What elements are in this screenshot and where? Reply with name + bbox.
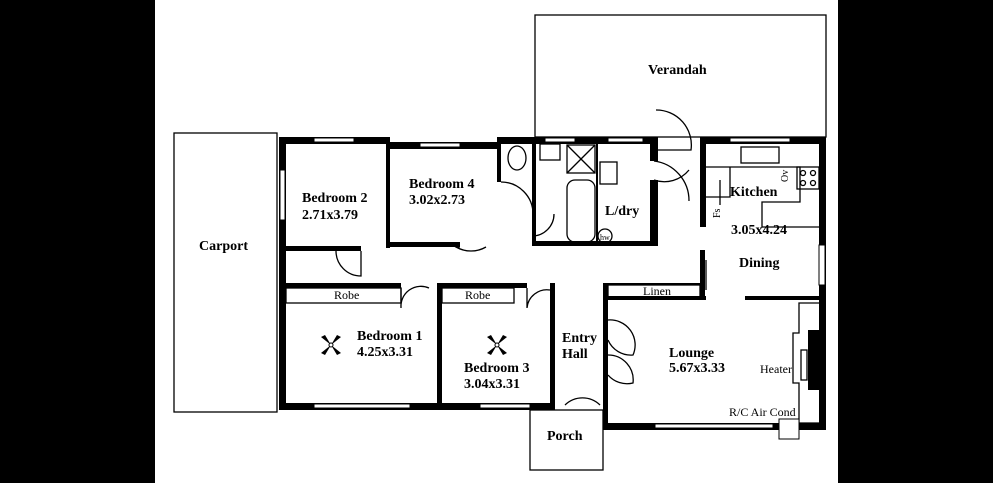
- kitchen-bench: [706, 166, 819, 228]
- oven-label: Ov: [780, 170, 791, 182]
- fixtures: [285, 143, 820, 440]
- fireplace: [792, 302, 819, 424]
- lounge-label: Lounge: [669, 346, 714, 361]
- hot-water-label: hw: [600, 233, 610, 242]
- toilet-icon: [507, 145, 527, 171]
- air-conditioner-icon: [778, 418, 800, 440]
- shower-icon: [566, 144, 596, 174]
- robe-1: [285, 287, 402, 304]
- linen-label: Linen: [643, 284, 671, 298]
- bedroom4-size: 3.02x2.73: [409, 193, 465, 208]
- carport-label: Carport: [199, 239, 248, 254]
- ceiling-fan-icon: [487, 335, 507, 355]
- verandah-outline: [534, 14, 827, 138]
- robe-3: [441, 287, 515, 304]
- aircon-label: R/C Air Cond: [729, 405, 796, 419]
- bedroom4-label: Bedroom 4: [409, 177, 474, 192]
- porch-outline: [529, 409, 604, 471]
- bath-icon: [566, 179, 596, 243]
- bedroom2-size: 2.71x3.79: [302, 208, 358, 223]
- carport-outline: [173, 132, 278, 413]
- linen-cupboard: [607, 284, 701, 298]
- kitchen-label: Kitchen: [730, 185, 778, 200]
- bedroom1-label: Bedroom 1: [357, 329, 422, 344]
- entry-hall-label-2: Hall: [562, 347, 588, 362]
- windows: [279, 137, 826, 429]
- sink-icon: [740, 146, 780, 164]
- basin-icon: [539, 143, 561, 161]
- bedroom1-size: 4.25x3.31: [357, 345, 413, 360]
- ceiling-fan-icon: [321, 335, 341, 355]
- walls: [279, 137, 826, 430]
- porch-label: Porch: [547, 429, 583, 444]
- dining-label: Dining: [739, 256, 779, 271]
- laundry-label: L/dry: [605, 204, 639, 219]
- heater-icon: [800, 349, 808, 381]
- robe3-label: Robe: [465, 288, 490, 302]
- hot-water-icon: [597, 228, 613, 244]
- trough-icon: [599, 161, 618, 185]
- robe1-label: Robe: [334, 288, 359, 302]
- bedroom3-size: 3.04x3.31: [464, 377, 520, 392]
- kitchen-size: 3.05x4.24: [731, 223, 787, 238]
- entry-hall-label-1: Entry: [562, 331, 597, 346]
- fridge-space-label: Fs: [712, 208, 723, 218]
- paper: [155, 0, 838, 483]
- cooktop-icon: [796, 166, 820, 190]
- bedroom2-label: Bedroom 2: [302, 191, 367, 206]
- doors: [335, 109, 721, 406]
- heater-label: Heater: [760, 362, 792, 376]
- verandah-label: Verandah: [648, 63, 707, 78]
- lounge-size: 5.67x3.33: [669, 361, 725, 376]
- bedroom3-label: Bedroom 3: [464, 361, 529, 376]
